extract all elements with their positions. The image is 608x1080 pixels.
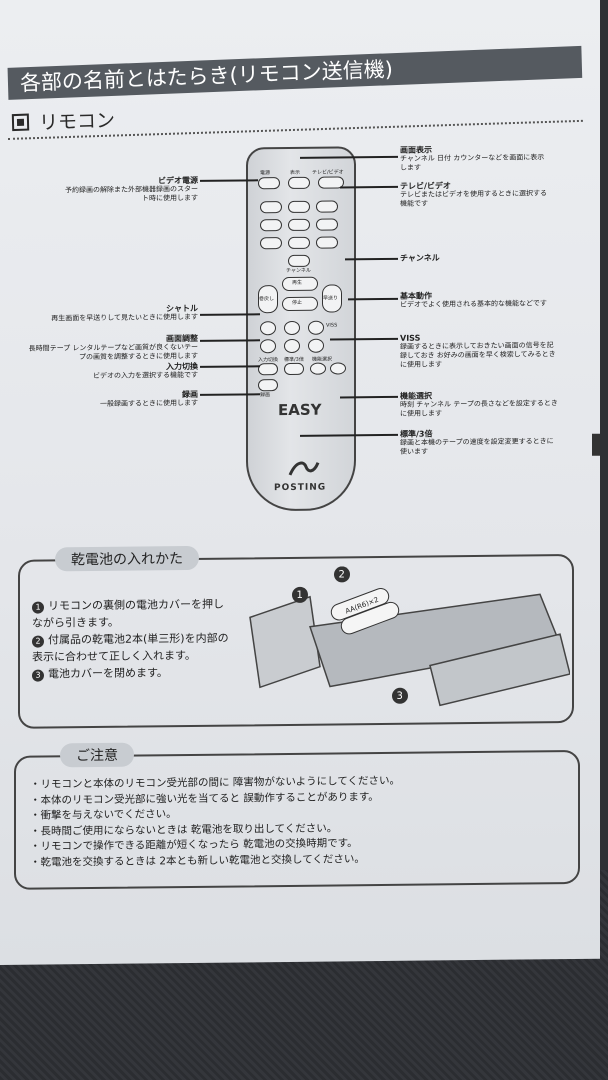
std3-button [284, 362, 304, 376]
stop-button-label: 停止 [292, 299, 303, 306]
remote-brand: EASY [278, 400, 322, 420]
svg-text:3: 3 [397, 691, 403, 702]
svg-text:1: 1 [297, 590, 303, 601]
label-shuttle: シャトル 再生画面を早送りして見たいときに使用します [51, 303, 198, 323]
label-func-select: 機能選択 時刻 チャンネル テープの長さなどを設定するときに使用します [400, 391, 558, 418]
label-input-switch: 入力切換 ビデオの入力を選択する機能です [93, 361, 198, 381]
number-button [288, 200, 310, 213]
leader-line [340, 395, 398, 398]
fast-forward-button-label: 早送り [323, 295, 339, 302]
label-record: 録画 一般録画するときに使用します [100, 389, 198, 408]
shuttle-button [260, 321, 276, 336]
section-subtitle: リモコン [11, 106, 116, 137]
page-title: 各部の名前とはたらき(リモコン送信機) [7, 45, 583, 100]
label-tv-video: テレビ/ビデオ テレビまたはビデオを使用するときに選択する機能です [400, 181, 547, 208]
leader-line [348, 297, 398, 300]
record-button-label: 録画 [260, 392, 271, 399]
svg-text:2: 2 [339, 569, 345, 580]
maker-logo-icon [286, 459, 320, 485]
battery-illustration: AA(R6)×2 1 2 3 [249, 566, 570, 707]
func-button [310, 362, 326, 375]
input-button [258, 363, 278, 376]
remote-maker: POSTING [274, 482, 327, 494]
record-button [258, 379, 278, 392]
play-button-label: 再生 [292, 279, 303, 286]
caution-list: リモコンと本体のリモコン受光部の間に 障害物がないようにしてください。 本体のリ… [30, 774, 401, 871]
display-button [288, 176, 310, 189]
remote-illustration: 電源 表示 テレビ/ビデオ チャンネル 再生 巻戻し 早送り 停止 VISS 入… [246, 146, 356, 512]
number-button [260, 237, 282, 250]
number-button [316, 218, 338, 231]
rewind-button-label: 巻戻し [259, 296, 275, 303]
label-viss: VISS 録画するときに表示しておきたい画面の信号を記録しておき お好みの画面を… [400, 333, 556, 369]
display-button-label: 表示 [290, 169, 301, 176]
leader-line [345, 257, 398, 260]
label-channel: チャンネル [400, 253, 440, 263]
number-button [288, 236, 310, 249]
label-basic-ops: 基本動作 ビデオでよく使用される基本的な機能などです [400, 291, 547, 309]
channel-button [288, 254, 310, 267]
number-button [288, 218, 310, 231]
manual-page: 各部の名前とはたらき(リモコン送信機) リモコン 電源 表示 テレビ/ビデオ チ… [0, 0, 600, 965]
page-side-tab [592, 433, 600, 456]
tracking-button [284, 338, 300, 354]
label-video-power: ビデオ電源 予約録画の解除また外部機器録画のスタート時に使用します [65, 175, 198, 203]
leader-line [340, 185, 398, 188]
square-bullet-icon [11, 113, 30, 132]
power-button [258, 177, 280, 190]
number-button [316, 200, 338, 213]
viss-button-label: VISS [326, 322, 338, 329]
number-button [316, 236, 338, 249]
battery-section-title: 乾電池の入れかた [55, 545, 199, 572]
shuttle-button [284, 320, 300, 336]
channel-button-label: チャンネル [286, 267, 311, 275]
caution-section-title: ご注意 [60, 742, 134, 768]
leader-line [330, 337, 398, 341]
tracking-button [308, 338, 324, 353]
func-button-label: 機能選択 [312, 356, 333, 363]
label-std-3x: 標準/3倍 録画と本機のテープの速度を設定変更するときに使います [400, 429, 554, 456]
number-button [260, 201, 282, 214]
label-screen-display: 画面表示 チャンネル 日付 カウンターなどを画面に表示します [400, 145, 545, 172]
tv-video-button-label: テレビ/ビデオ [312, 169, 344, 176]
func-button [330, 362, 346, 375]
viss-button [308, 320, 324, 335]
number-button [260, 219, 282, 232]
label-picture-adjust: 画面調整 長時間テープ レンタルテープなど画質が良くないテープの画質を調整すると… [28, 333, 198, 362]
tracking-button [260, 339, 276, 354]
power-button-label: 電源 [260, 170, 271, 177]
